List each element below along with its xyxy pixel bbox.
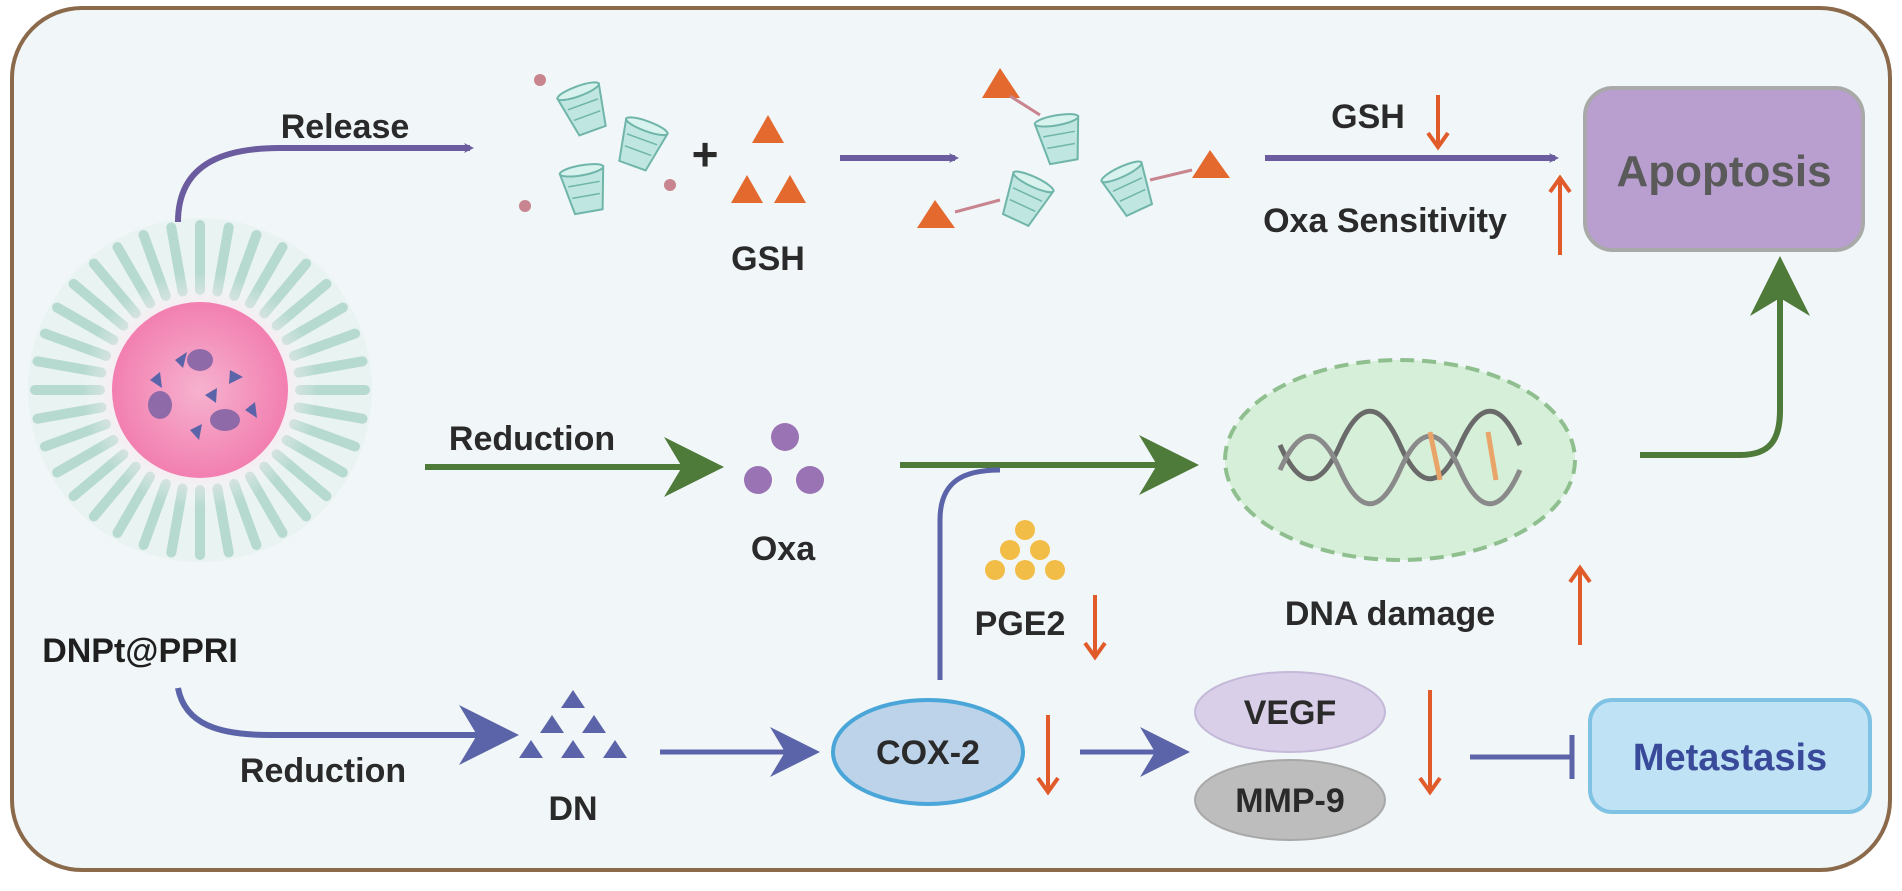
apoptosis-label: Apoptosis (1616, 147, 1831, 196)
cyclodextrin-cup-icon (519, 74, 676, 217)
dn-label: DN (548, 790, 597, 828)
dna-damage-label: DNA damage (1285, 595, 1495, 633)
increase-arrow-icon-dna (1568, 564, 1592, 645)
dna-to-apoptosis-arrow (1640, 256, 1810, 458)
reduction-label-bottom: Reduction (240, 752, 406, 790)
metastasis-label: Metastasis (1633, 737, 1827, 779)
reduction-label-top: Reduction (449, 420, 615, 458)
plus-sign: + (692, 128, 719, 180)
apoptosis-box (1583, 86, 1865, 252)
vegf-label: VEGF (1244, 694, 1337, 732)
micelle-nanoparticle-icon (28, 218, 372, 562)
gsh-triangles (731, 115, 806, 203)
oxa-label: Oxa (751, 530, 816, 568)
release-label: Release (281, 108, 410, 146)
cox2-label: COX-2 (876, 734, 980, 772)
oxa-sensitivity-label: Oxa Sensitivity (1263, 202, 1507, 240)
diagram-frame (10, 6, 1892, 872)
decrease-arrow-icon-vegf (1418, 690, 1442, 796)
cox2-ellipse (831, 698, 1025, 806)
dna-helix-icon (1277, 409, 1523, 506)
mmp9-ellipse (1194, 759, 1386, 841)
dn-triangles (519, 690, 627, 758)
gsh-label: GSH (731, 240, 805, 278)
pge2-dots (985, 520, 1065, 580)
cyclodextrin-gsh-conjugate (917, 68, 1230, 231)
decrease-arrow-icon-cox2 (1036, 715, 1060, 796)
pge2-label: PGE2 (975, 605, 1066, 643)
metastasis-box (1588, 698, 1872, 814)
decrease-arrow-icon-pge2 (1083, 595, 1107, 661)
inhibition-bar-icon (1470, 735, 1575, 779)
reduction-curve-bottom (175, 687, 519, 765)
nanoparticle-label: DNPt@PPRI (42, 632, 238, 670)
decrease-arrow-icon (1426, 95, 1450, 151)
release-curve-arrow (175, 143, 474, 223)
vegf-ellipse (1194, 671, 1386, 753)
increase-arrow-icon (1548, 174, 1572, 255)
dna-damage-ellipse (1223, 358, 1577, 562)
mmp9-label: MMP-9 (1235, 782, 1345, 820)
oxa-dots (744, 423, 824, 494)
gsh-effect-label: GSH (1331, 98, 1405, 136)
cox2-to-dna-curve (937, 467, 1001, 680)
